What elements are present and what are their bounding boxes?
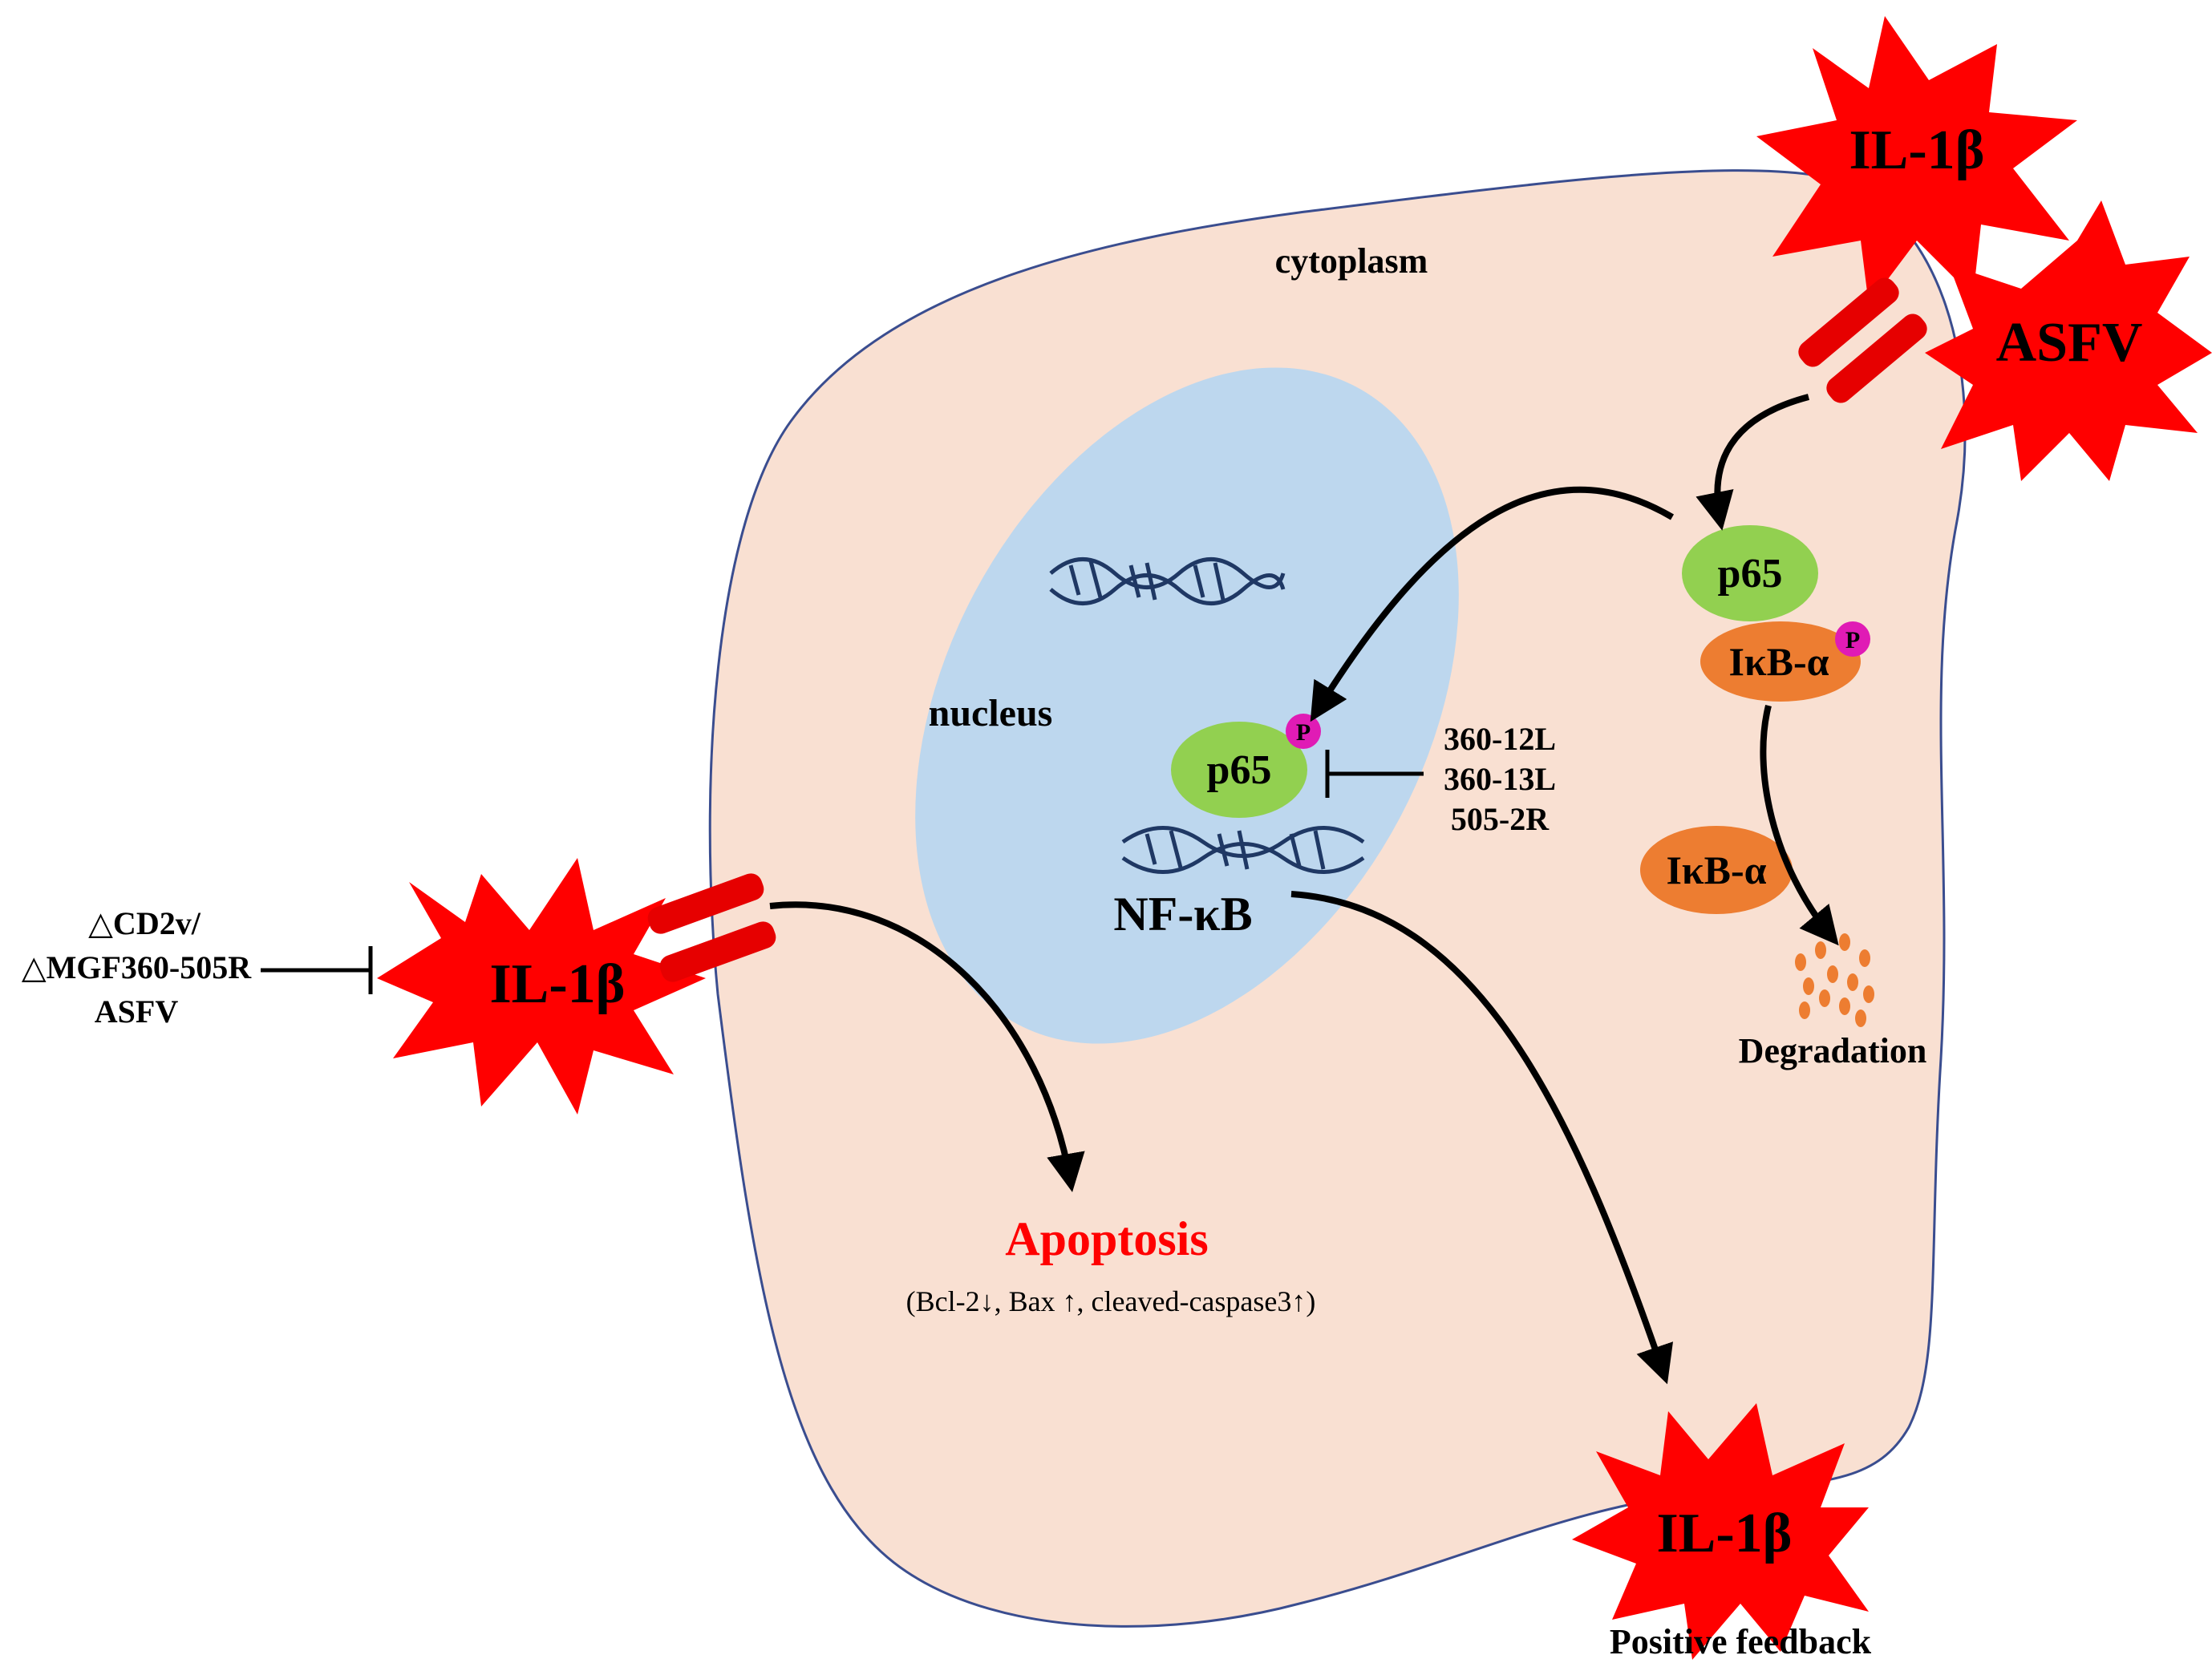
il1b-left-label: IL-1β: [489, 953, 625, 1015]
degradation-label: Degradation: [1739, 1031, 1927, 1070]
p65-nucleus: [1171, 722, 1307, 818]
dna-helix-lower: [1121, 826, 1365, 874]
il1b-top-burst: [1756, 16, 2077, 305]
nucleus-label: nucleus: [929, 692, 1053, 734]
asfv-burst: [1925, 200, 2212, 481]
arrow-receptor-to-apoptosis: [769, 901, 1085, 1192]
receptor-left: [647, 873, 776, 982]
arrow-ikba-to-degradation: [1760, 705, 1839, 946]
ikba-free: [1640, 826, 1793, 914]
nfkb-label: NF-κB: [1113, 888, 1252, 941]
il1b-top-label: IL-1β: [1849, 119, 1984, 181]
il1b-bottom-burst: [1572, 1403, 1869, 1660]
ikba-bound-label: IκB-α: [1728, 639, 1829, 684]
left-inhibitor-line-2: △MGF360-505R: [22, 949, 252, 985]
inhibitor-gene-2: 360-13L: [1444, 761, 1556, 797]
phospho-ikba-label: P: [1845, 627, 1860, 653]
il1b-left-burst: [377, 858, 706, 1115]
apoptosis-detail: (Bcl-2↓, Bax ↑, cleaved-caspase3↑): [906, 1285, 1316, 1317]
receptor-top: [1798, 277, 1927, 403]
ikba-free-label: IκB-α: [1666, 848, 1766, 892]
phospho-p65: [1286, 714, 1321, 749]
p65-nucleus-label: p65: [1207, 747, 1272, 793]
phospho-p65-label: P: [1296, 719, 1311, 746]
il1b-bottom-label: IL-1β: [1656, 1503, 1792, 1564]
inhibitor-gene-3: 505-2R: [1451, 801, 1550, 837]
degradation-fragments: [1795, 933, 1874, 1027]
cytoplasm-label: cytoplasm: [1275, 241, 1428, 281]
arrow-p65-to-nucleus: [1310, 486, 1675, 722]
left-inhibitor-line-1: △CD2v/: [88, 905, 201, 941]
apoptosis-label: Apoptosis: [1005, 1212, 1208, 1265]
left-inhibitor-line-3: ASFV: [95, 993, 179, 1030]
inhibition-left-line: [261, 946, 373, 994]
p65-cytoplasm-label: p65: [1718, 551, 1783, 597]
positive-feedback-label: Positive feedback: [1610, 1622, 1872, 1661]
arrow-nfkb-to-il1b: [1290, 891, 1674, 1385]
inhibition-gene-line: [1325, 750, 1424, 798]
ikba-bound: [1700, 621, 1861, 702]
p65-cytoplasm: [1682, 525, 1818, 621]
inhibitor-gene-1: 360-12L: [1444, 721, 1556, 757]
dna-helix-upper: [1049, 557, 1286, 605]
nucleus: [915, 367, 1459, 1044]
arrow-receptor-to-p65: [1695, 394, 1810, 531]
phospho-ikba: [1835, 621, 1870, 657]
asfv-label: ASFV: [1996, 312, 2143, 374]
